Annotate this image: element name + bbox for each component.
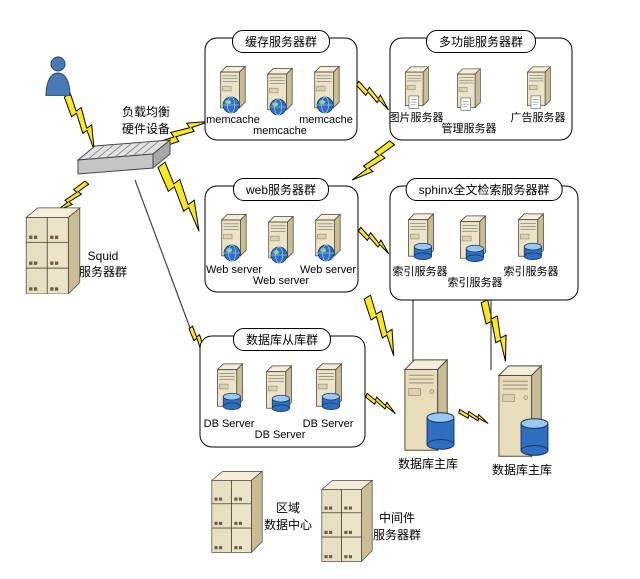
squid-label-line2: 服务器群 [78, 265, 128, 279]
master-db-label: 数据库主库 [491, 463, 553, 477]
squid-cluster-icon [25, 207, 81, 294]
db-server-icon [265, 365, 292, 413]
memcache-label: memcache [299, 114, 353, 126]
memcache-label: memcache [206, 114, 260, 126]
memcache-server-icon [220, 65, 246, 114]
middleware-cluster-icon [321, 479, 373, 562]
connections-layer [55, 80, 519, 424]
db-server-label: DB Server [302, 418, 354, 430]
db-server-label: DB Server [203, 418, 255, 430]
connector-line [134, 179, 191, 329]
memcache-label: memcache [253, 125, 307, 137]
user-icon [45, 56, 71, 96]
db-server-icon [315, 363, 342, 411]
load-balancer-label-line1: 负载均衡 [121, 105, 171, 119]
lightning-bolt-connector [59, 92, 106, 151]
web-server-label: Web server [299, 264, 357, 276]
cache-group-title: 缓存服务器群 [231, 30, 331, 53]
regional-datacenter-icon [211, 470, 263, 553]
load-balancer-switch-icon [76, 138, 172, 175]
master-db-server-icon [498, 365, 549, 457]
web-server-icon [315, 213, 341, 262]
squid-label-line1: Squid [87, 249, 119, 263]
regional-datacenter-label-line2: 数据中心 [263, 518, 313, 532]
admin-server-icon [457, 68, 481, 111]
lightning-bolt-connector [364, 392, 399, 414]
admin-server-label: 管理服务器 [441, 123, 497, 135]
lightning-bolt-connector [152, 160, 213, 232]
web-group-title: web服务器群 [232, 178, 330, 201]
regional-datacenter-label-line1: 区域 [275, 501, 301, 515]
index-server-icon [459, 215, 486, 263]
web-server-icon [268, 215, 294, 264]
sphinx-group-title: sphinx全文检索服务器群 [405, 178, 563, 201]
index-server-icon [407, 213, 434, 261]
index-server-icon [517, 213, 544, 261]
db-server-label: DB Server [254, 429, 306, 441]
index-server-label: 索引服务器 [447, 277, 503, 289]
web-server-label: Web server [252, 275, 310, 287]
multi-group-title: 多功能服务器群 [425, 30, 537, 53]
lightning-bolt-connector [356, 226, 394, 255]
web-server-icon [221, 213, 247, 262]
dbslave-group-title: 数据库从库群 [232, 328, 332, 351]
ad-server-icon [527, 66, 551, 109]
db-server-icon [216, 363, 243, 411]
icons-layer [25, 56, 551, 562]
ad-server-label: 广告服务器 [510, 112, 566, 124]
master-db-server-icon [404, 359, 455, 451]
master-db-label: 数据库主库 [397, 457, 459, 471]
index-server-label: 索引服务器 [503, 266, 559, 278]
memcache-server-icon [314, 65, 340, 114]
lightning-bolt-connector [354, 80, 394, 111]
middleware-label-line1: 中间件 [378, 511, 416, 525]
image-server-icon [405, 66, 429, 109]
memcache-server-icon [267, 67, 293, 116]
load-balancer-label-line2: 硬件设备 [121, 122, 171, 136]
index-server-label: 索引服务器 [392, 266, 448, 278]
lightning-bolt-connector [351, 137, 396, 188]
image-server-label: 图片服务器 [388, 112, 444, 124]
web-server-label: Web server [205, 264, 263, 276]
lightning-bolt-connector [359, 294, 406, 357]
middleware-label-line2: 服务器群 [372, 528, 422, 542]
lightning-bolt-connector [457, 408, 491, 424]
lightning-bolt-connector [475, 298, 519, 362]
